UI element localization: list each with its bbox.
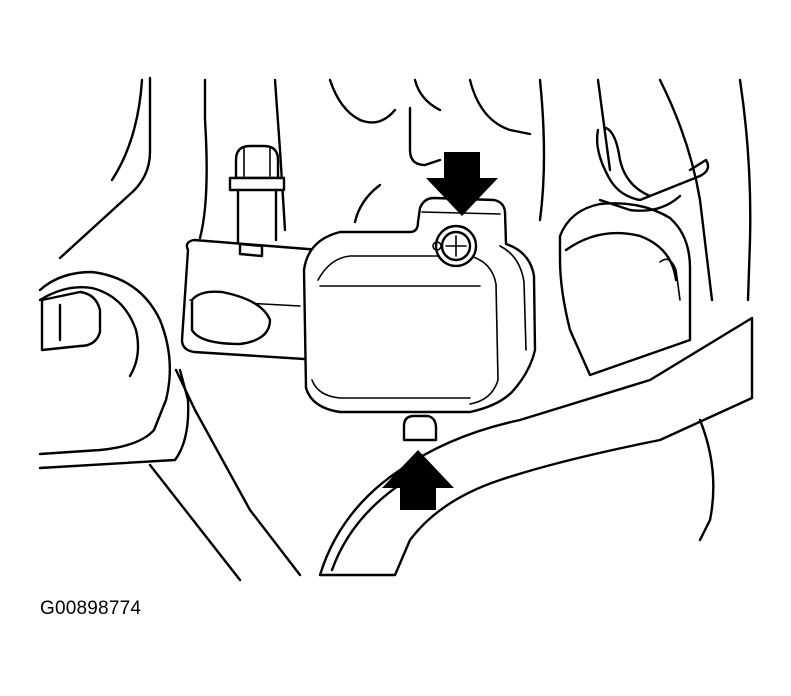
arrow-top (426, 152, 498, 216)
strut-mount (38, 270, 302, 582)
module-housing (302, 196, 537, 442)
figure-id-label: G00898774 (40, 598, 142, 619)
component-location-illustration (38, 76, 754, 582)
electrical-connector (180, 238, 322, 362)
engine-bay-background (58, 76, 752, 302)
arrow-bottom (382, 450, 454, 510)
mounting-bolt (228, 144, 286, 252)
hose (558, 126, 710, 377)
pipe (318, 316, 754, 577)
